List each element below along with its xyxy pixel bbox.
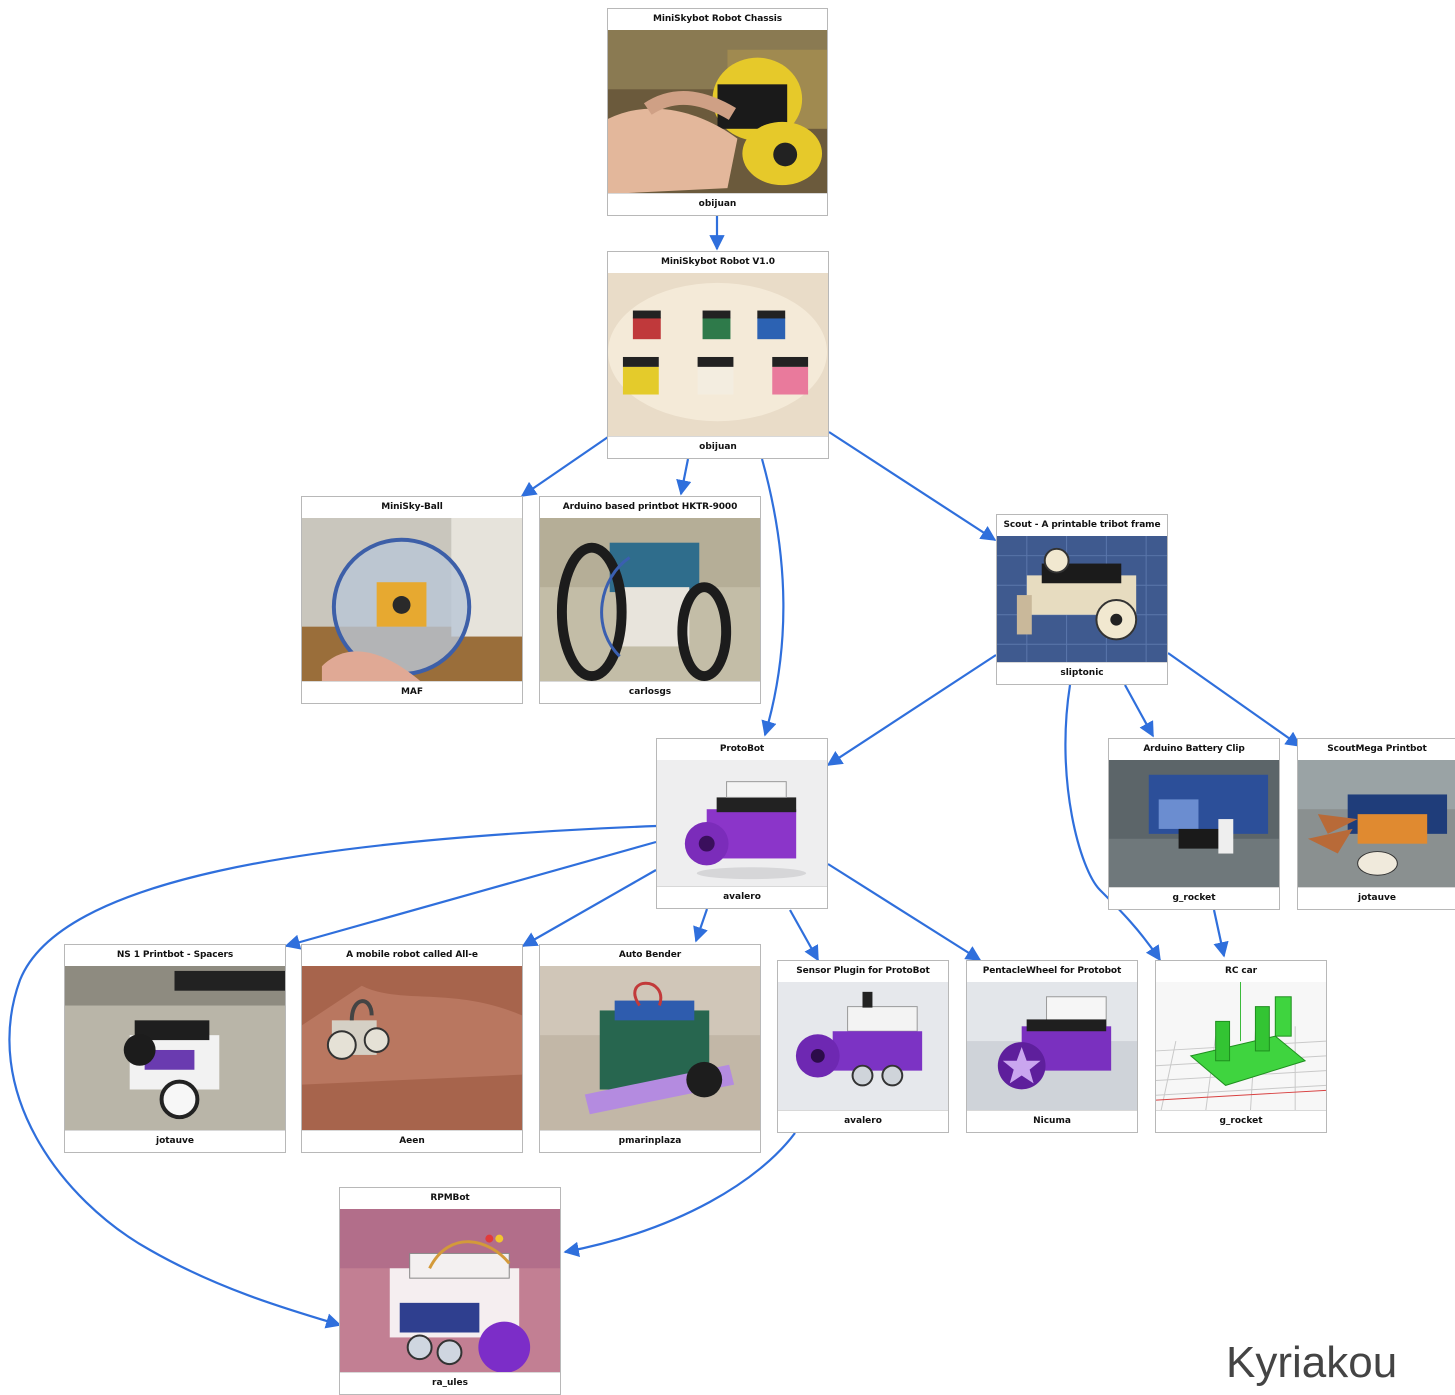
node-author: avalero [657,886,827,908]
node-title: PentacleWheel for Protobot [982,966,1122,976]
node-title: Scout - A printable tribot frame [1003,520,1161,530]
edge-protobot-sensor [789,909,819,962]
node-author: jotauve [65,1130,285,1152]
edge-protobot-ns1 [284,840,657,950]
node-title: MiniSkybot Robot Chassis [653,14,782,24]
node-author: pmarinplaza [540,1130,760,1152]
node-title: ProtoBot [719,744,765,754]
node-title: A mobile robot called All-e [346,950,478,960]
edge-v1-ball [520,436,609,497]
node-author: MAF [302,681,522,703]
node-title: Arduino based printbot HKTR-9000 [562,502,738,512]
node-rpmbot[interactable]: RPMBot ra_ules [339,1187,561,1395]
node-photo [967,982,1137,1111]
node-photo [608,30,827,194]
edge-scout-battery [1124,684,1154,738]
node-author: obijuan [608,193,827,215]
node-author: sliptonic [997,662,1167,684]
node-photo [657,760,827,887]
node-author: Aeen [302,1130,522,1152]
node-photo [997,536,1167,663]
node-alle[interactable]: A mobile robot called All-e Aeen [301,944,523,1153]
node-rccar[interactable]: RC car g_rocket [1155,960,1327,1133]
node-chassis[interactable]: MiniSkybot Robot Chassis obijuan [607,8,828,216]
edge-v1-protobot [760,458,785,737]
node-battery[interactable]: Arduino Battery Clip g_rocket [1108,738,1280,910]
node-author: carlosgs [540,681,760,703]
edge-protobot-pentacle [827,863,982,961]
node-title: Sensor Plugin for ProtoBot [796,966,930,976]
node-photo [302,966,522,1131]
edge-protobot-alle [521,869,657,947]
node-protobot[interactable]: ProtoBot avalero [656,738,828,909]
node-photo [65,966,285,1131]
node-photo [1109,760,1279,888]
node-pentacle[interactable]: PentacleWheel for Protobot Nicuma [966,960,1138,1133]
node-title: ScoutMega Printbot [1327,744,1427,754]
node-scout[interactable]: Scout - A printable tribot frame slipton… [996,514,1168,685]
edge-protobot-bender [693,908,709,943]
node-author: avalero [778,1110,948,1132]
edge-scout-protobot [826,654,997,766]
node-photo [340,1209,560,1373]
edge-v1-hktr [676,458,692,496]
node-title: MiniSkybot Robot V1.0 [661,257,775,267]
node-photo [540,518,760,682]
node-author: g_rocket [1156,1110,1326,1132]
node-author: obijuan [608,436,828,458]
edge-scout-scoutmega [1167,652,1302,747]
node-sensor[interactable]: Sensor Plugin for ProtoBot avalero [777,960,949,1133]
node-title: RC car [1225,966,1257,976]
node-author: Nicuma [967,1110,1137,1132]
node-photo [540,966,760,1131]
node-title: MiniSky-Ball [381,502,443,512]
node-ball[interactable]: MiniSky-Ball MAF [301,496,523,704]
node-author: ra_ules [340,1372,560,1394]
node-title: Auto Bender [618,950,682,960]
node-title: NS 1 Printbot - Spacers [116,950,234,960]
node-title: Arduino Battery Clip [1143,744,1245,754]
watermark-text: Kyriakou [1226,1338,1398,1387]
node-author: g_rocket [1109,887,1279,909]
node-v1[interactable]: MiniSkybot Robot V1.0 obijuan [607,251,829,459]
node-photo [778,982,948,1111]
edge-battery-rccar [1212,909,1229,958]
node-scoutmega[interactable]: ScoutMega Printbot jotauve [1297,738,1455,910]
node-photo [1298,760,1455,888]
edge-v1-scout [828,431,997,541]
node-photo [608,273,828,437]
node-ns1[interactable]: NS 1 Printbot - Spacers jotauve [64,944,286,1153]
node-photo [1156,982,1326,1111]
node-author: jotauve [1298,887,1455,909]
node-bender[interactable]: Auto Bender pmarinplaza [539,944,761,1153]
node-photo [302,518,522,682]
node-title: RPMBot [430,1193,470,1203]
node-hktr[interactable]: Arduino based printbot HKTR-9000 carlosg… [539,496,761,704]
